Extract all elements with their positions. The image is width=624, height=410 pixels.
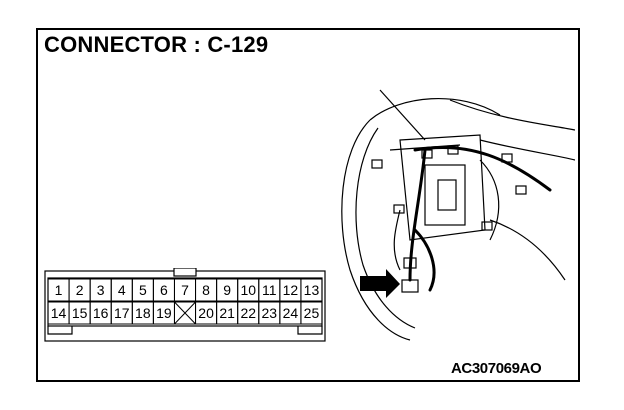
pin-cell: [300, 301, 323, 325]
pin-label: 23: [262, 305, 278, 321]
pin-label: 20: [198, 305, 214, 321]
pin-label: 8: [202, 282, 210, 298]
pin-label: 15: [72, 305, 88, 321]
unused-pin-cross-icon: [174, 301, 196, 325]
pin-label: 14: [51, 305, 67, 321]
pin-label: 3: [97, 282, 105, 298]
pin-label: 2: [76, 282, 84, 298]
pin-label: 24: [283, 305, 299, 321]
pin-label: 1: [55, 282, 63, 298]
pin-label: 9: [223, 282, 231, 298]
pin-label: 10: [240, 282, 256, 298]
pin-label: 6: [160, 282, 168, 298]
pin-label: 13: [304, 282, 320, 298]
connector-row-2: 14 15 16 17 18 19 20 21 22 23 24 25: [47, 301, 323, 325]
pin-label: 19: [156, 305, 172, 321]
pin-label: 22: [240, 305, 256, 321]
pin-label: 21: [219, 305, 235, 321]
pin-label: 25: [304, 305, 320, 321]
pin-label: 5: [139, 282, 147, 298]
pin-label: 11: [262, 282, 277, 298]
pin-label: 12: [283, 282, 299, 298]
location-arrow: [360, 269, 400, 298]
steering-wheel: [341, 119, 411, 341]
unused-pin-cell: [173, 301, 197, 325]
pin-label: 7: [181, 282, 189, 298]
pin-label: 18: [135, 305, 151, 321]
dashboard-wiring-illustration: [341, 89, 575, 341]
pin-label: 17: [114, 305, 130, 321]
pin-label: 4: [118, 282, 126, 298]
diagram-frame: [36, 28, 580, 382]
wiring-harness: [413, 145, 552, 192]
connector-title: CONNECTOR : C-129: [44, 32, 269, 57]
pin-label: 16: [93, 305, 109, 321]
figure-code: AC307069AO: [451, 360, 542, 377]
pin-cell: [300, 278, 323, 302]
